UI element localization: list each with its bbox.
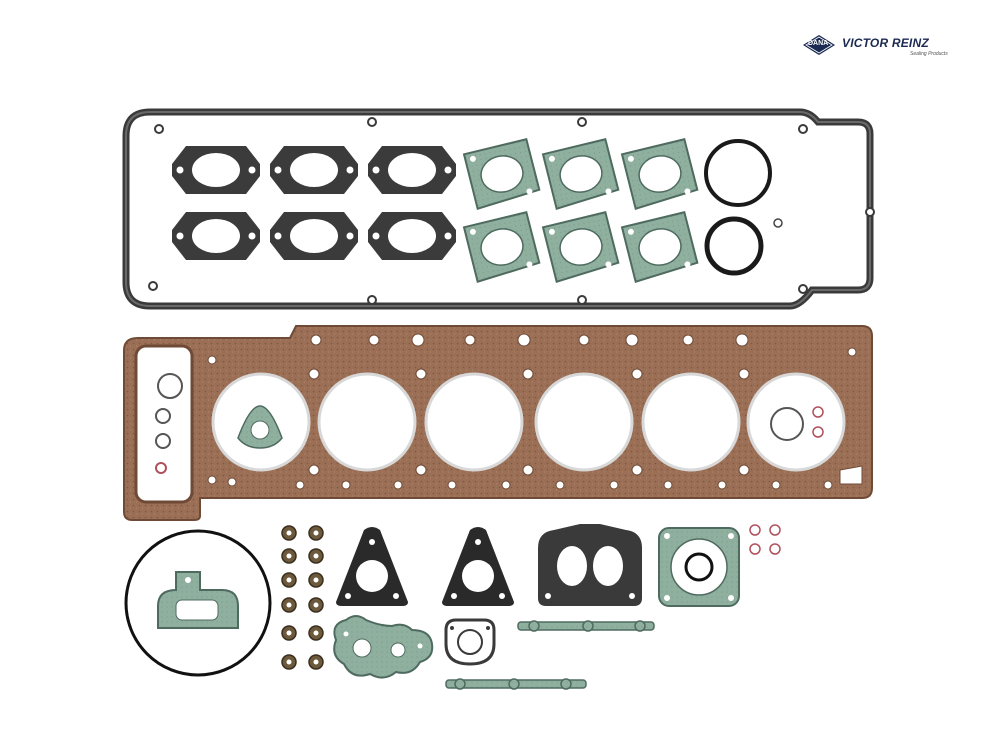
dana-diamond-icon [803, 35, 835, 55]
water-pump-gasket [157, 571, 239, 629]
oil-filter-housing-gasket [658, 527, 740, 607]
cylinder-bore [746, 372, 846, 472]
manifold-gasket [368, 212, 456, 260]
thermostat-gasket [444, 618, 496, 666]
o-rings-upper [704, 139, 783, 276]
brand-name: VICTOR REINZ [842, 36, 929, 50]
cylinder-head-gasket [123, 325, 873, 521]
double-port-gasket [538, 524, 642, 606]
exhaust-gasket [541, 138, 620, 211]
cylinder-bore [534, 372, 634, 472]
intake-manifold-gaskets [172, 146, 456, 260]
cylinder-bore [641, 372, 741, 472]
manifold-gasket [172, 212, 260, 260]
triangle-gasket [442, 527, 514, 606]
strip-gasket-upper [517, 620, 655, 632]
brand-logo: DANA VICTOR REINZ Sealing Products [802, 34, 948, 60]
small-copper-rings [749, 524, 781, 555]
valve-stem-seals [281, 525, 324, 670]
exhaust-gasket [620, 211, 699, 284]
cylinder-bore [317, 372, 417, 472]
o-ring [704, 139, 772, 207]
strip-gasket-lower [445, 678, 587, 690]
small-o-ring [773, 218, 783, 228]
manifold-gasket [270, 146, 358, 194]
end-plate-cutout [134, 344, 194, 504]
exhaust-gasket [541, 211, 620, 284]
exhaust-gasket [462, 138, 541, 211]
oil-pump-gasket [333, 615, 434, 679]
manifold-gasket [172, 146, 260, 194]
large-o-ring [124, 529, 272, 677]
brand-badge-text: DANA [808, 40, 829, 47]
manifold-gasket [368, 146, 456, 194]
o-ring [684, 552, 714, 582]
cylinder-bore [424, 372, 524, 472]
exhaust-gasket [620, 138, 699, 211]
small-green-gasket [237, 405, 283, 449]
brand-tagline: Sealing Products [910, 51, 948, 57]
triangle-gasket [336, 527, 408, 606]
manifold-gasket [270, 212, 358, 260]
exhaust-manifold-gaskets [462, 138, 699, 284]
o-ring [704, 216, 764, 276]
exhaust-gasket [462, 211, 541, 284]
valve-cover-gasket [122, 108, 875, 310]
